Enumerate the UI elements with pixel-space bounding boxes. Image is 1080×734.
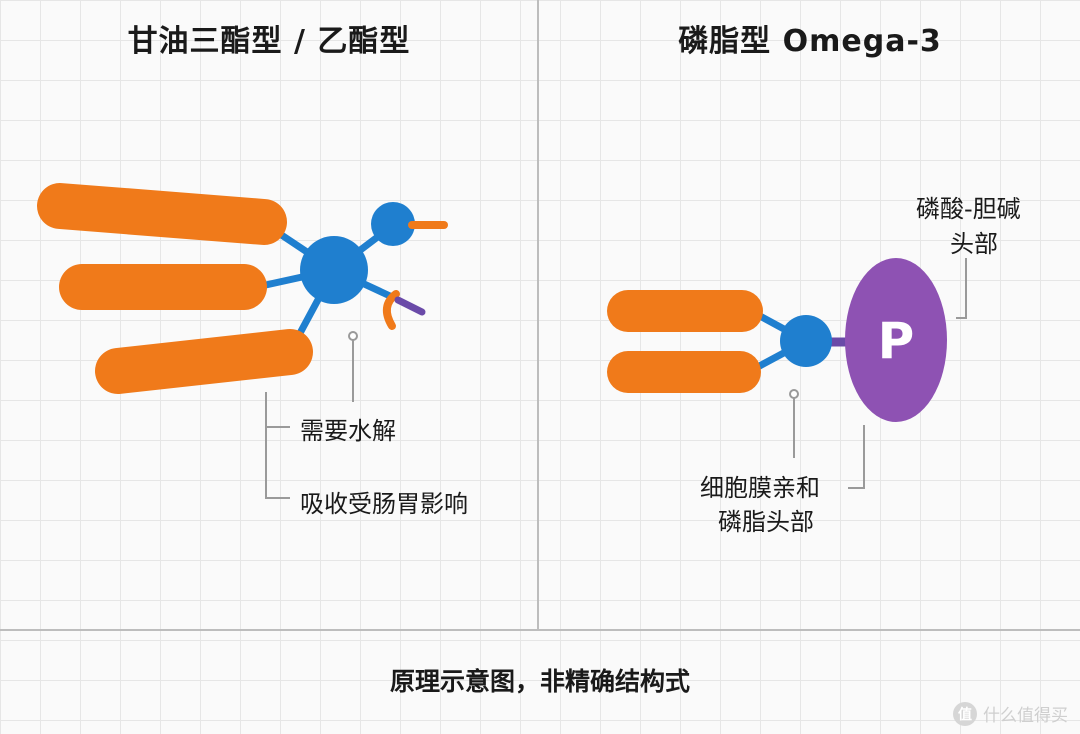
head-letter: P: [878, 312, 915, 370]
panel-divider-vertical: [537, 0, 539, 630]
glycerol-node: [780, 315, 832, 367]
label-absorption-affected: 吸收受肠胃影响: [300, 490, 468, 518]
phosphocholine-head: [845, 258, 947, 422]
watermark-text: 什么值得买: [983, 706, 1068, 726]
phospholipid-molecule: P: [607, 258, 967, 489]
right-panel-title: 磷脂型 Omega-3: [678, 24, 942, 59]
label-head-line2: 头部: [950, 230, 998, 258]
leader-anchor: [789, 389, 799, 399]
glycerol-node: [300, 236, 368, 304]
label-affinity-line1: 细胞膜亲和: [700, 474, 820, 502]
label-head-line1: 磷酸-胆碱: [916, 195, 1021, 223]
label-needs-hydrolysis: 需要水解: [300, 417, 396, 445]
fatty-acid-tail: [37, 183, 287, 245]
ester-node: [371, 202, 415, 246]
leader-anchor: [348, 331, 358, 341]
side-chain: [382, 290, 400, 330]
leader-line: [265, 392, 290, 428]
leader-line: [848, 425, 865, 489]
watermark: 值 什么值得买: [953, 701, 1068, 726]
panel-divider-horizontal: [0, 629, 1080, 631]
left-panel-title: 甘油三酯型 / 乙酯型: [127, 24, 411, 59]
footer-note: 原理示意图，非精确结构式: [389, 667, 690, 696]
fatty-acid-tail: [95, 329, 313, 394]
watermark-logo-icon: 值: [953, 701, 977, 726]
side-chain: [394, 296, 426, 316]
triglyceride-molecule: [37, 183, 448, 499]
leader-line: [956, 258, 967, 319]
label-affinity-line2: 磷脂头部: [718, 508, 814, 536]
leader-line: [265, 427, 290, 499]
